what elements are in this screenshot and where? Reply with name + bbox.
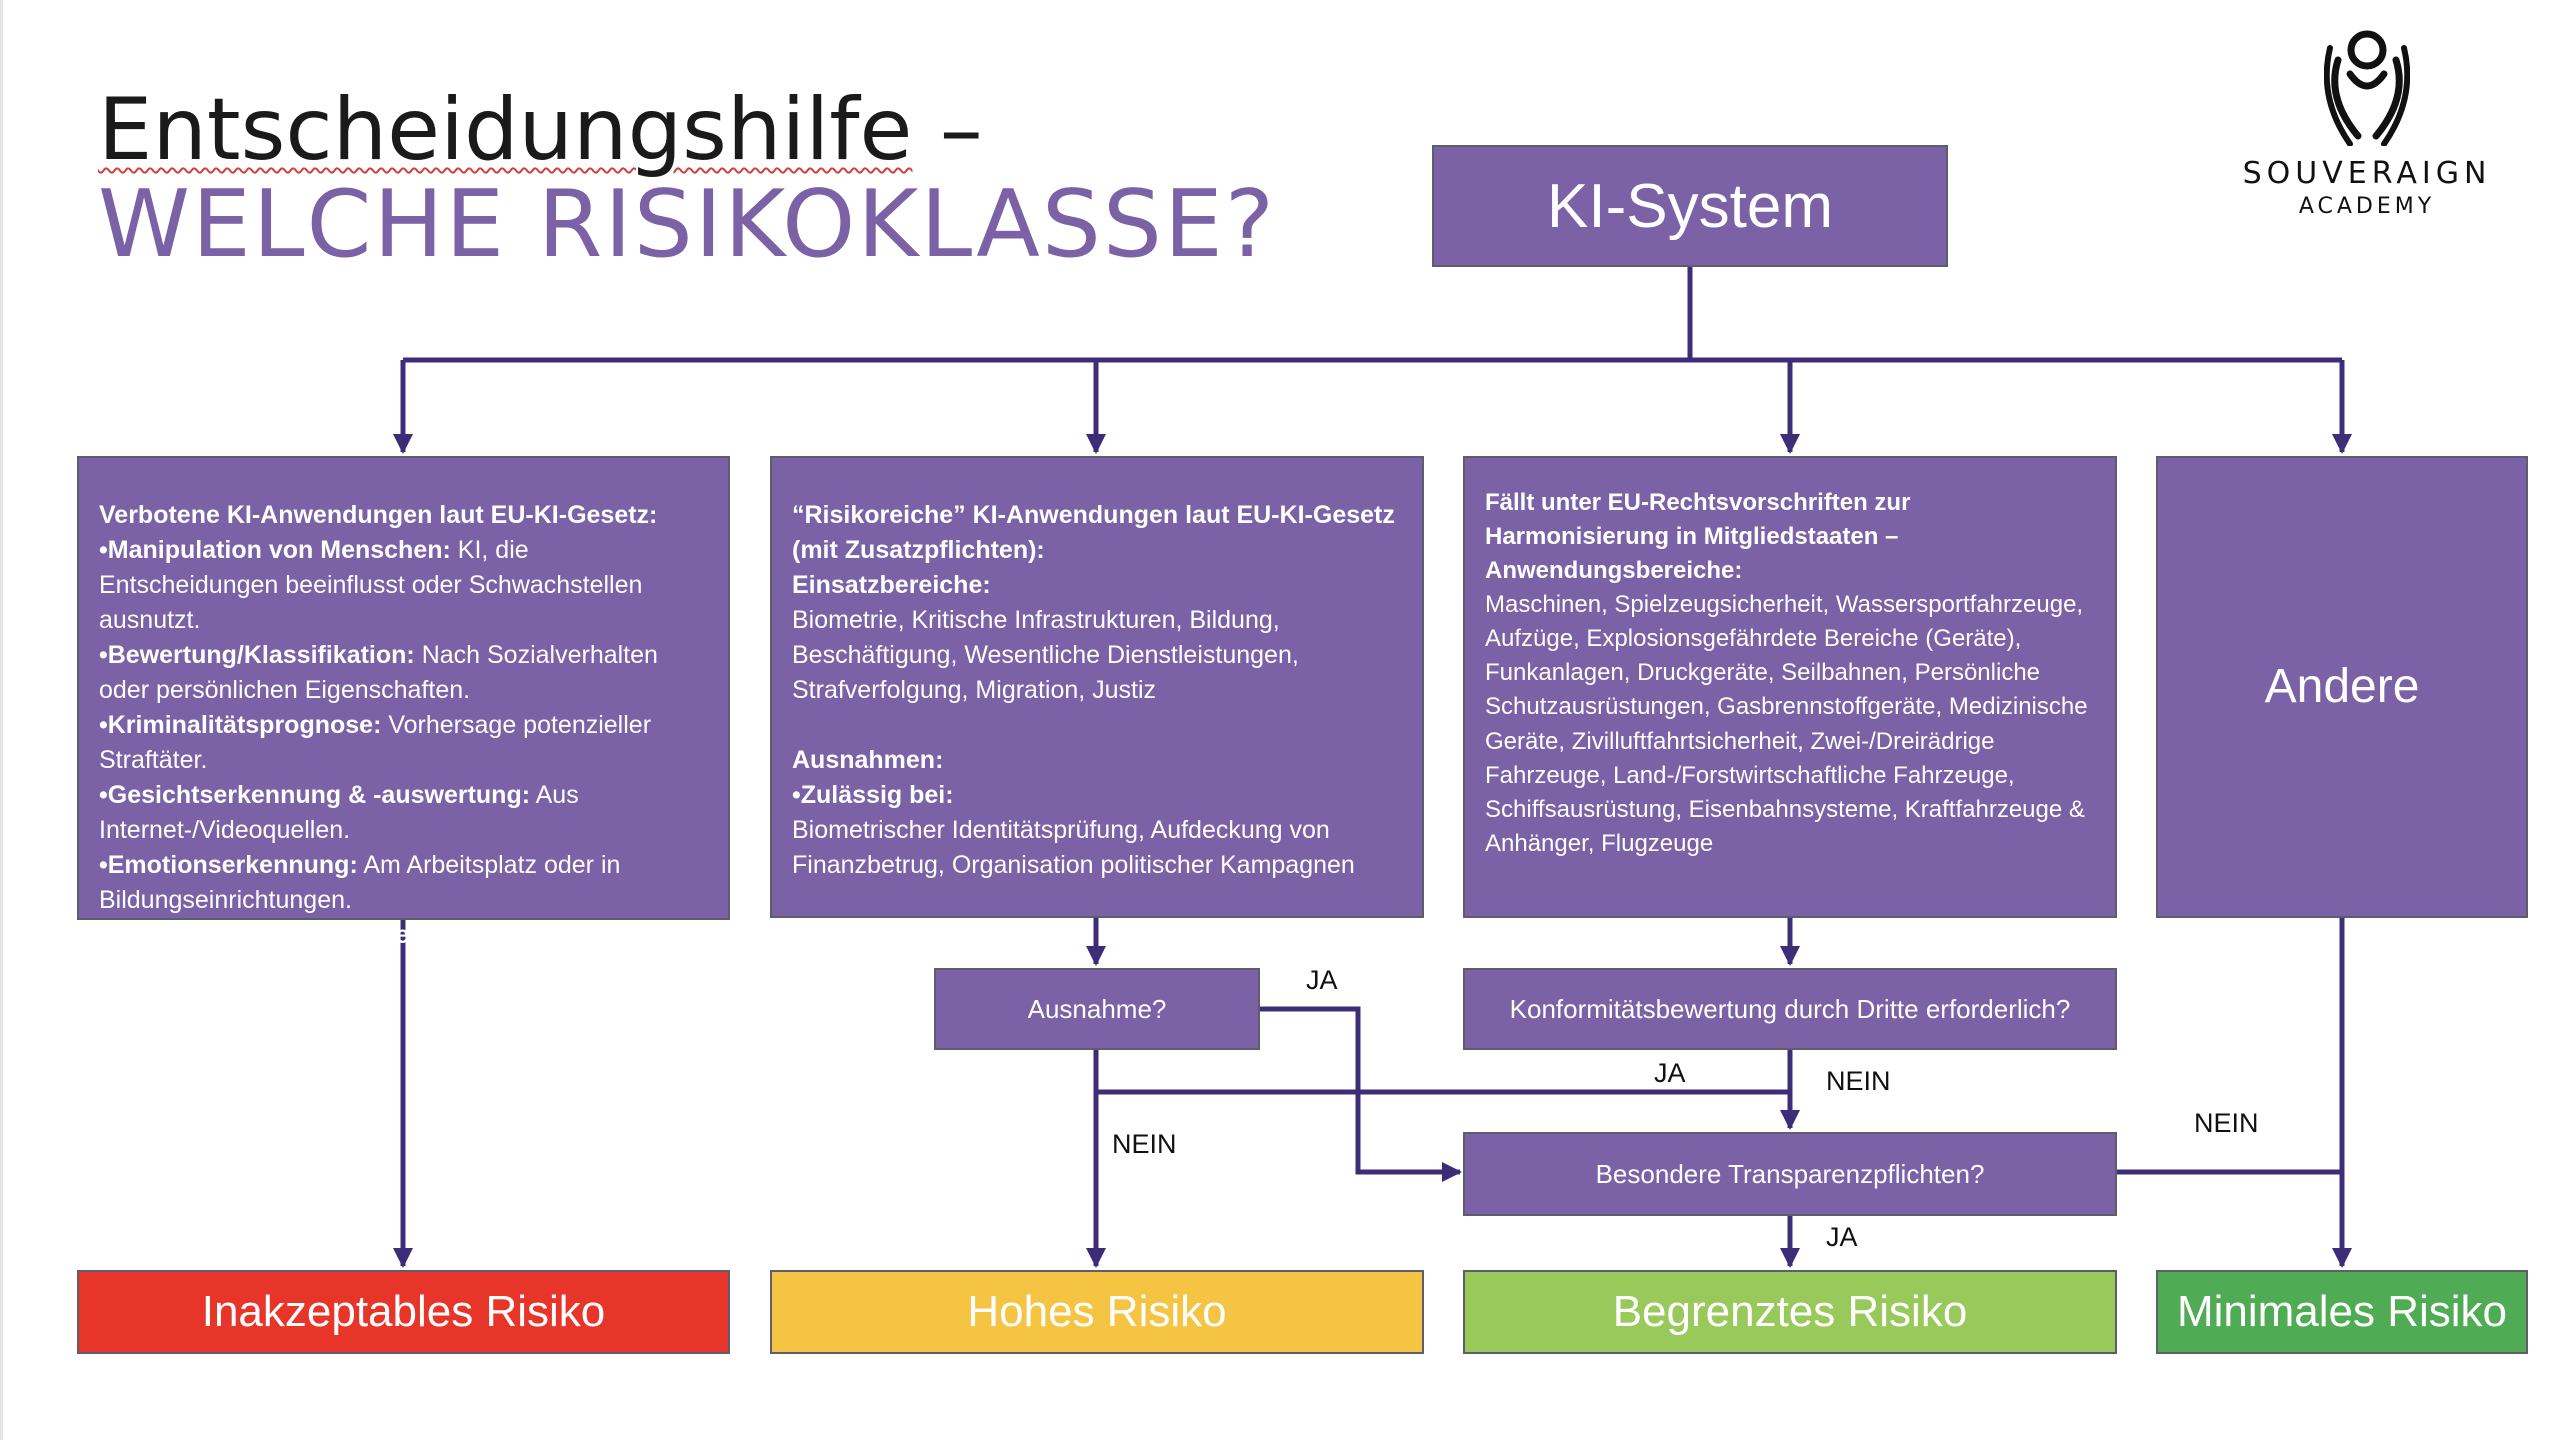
outcome-minimal-risk: Minimales Risiko (2156, 1270, 2528, 1354)
high-risk-exceptions-heading: Ausnahmen: (792, 746, 944, 774)
logo-name: SOUVERAIGN (2242, 156, 2492, 191)
harmonised-heading: Fällt unter EU-Rechtsvorschriften zur Ha… (1485, 489, 1911, 585)
prohibited-item: •Emotionserkennung: Am Arbeitsplatz oder… (99, 851, 621, 914)
other-applications-box: Andere (2156, 456, 2528, 918)
high-risk-areas-heading: Einsatzbereiche: (792, 571, 991, 599)
prohibited-item: •Biometrische Kategorisierung. (99, 921, 472, 949)
edge-label-conformity-no: NEIN (1826, 1066, 1891, 1096)
exception-decision-box: Ausnahme? (934, 968, 1260, 1050)
harmonised-legislation-box: Fällt unter EU-Rechtsvorschriften zur Ha… (1463, 456, 2117, 918)
transparency-decision-box: Besondere Transparenzpflichten? (1463, 1132, 2117, 1216)
outcome-unacceptable-risk: Inakzeptables Risiko (77, 1270, 730, 1354)
prohibited-exceptions-heading: Ausnahmen: (99, 991, 251, 1019)
high-risk-areas-text: Biometrie, Kritische Infrastrukturen, Bi… (792, 606, 1299, 704)
title-line-2: WELCHE RISIKOKLASSE? (98, 170, 1277, 278)
title-word: Entscheidungshilfe (98, 80, 913, 180)
prohibited-item: •Manipulation von Menschen: KI, die Ents… (99, 536, 643, 634)
high-risk-allowed-heading: •Zulässig bei: (792, 781, 954, 809)
prohibited-heading: Verbotene KI-Anwendungen laut EU-KI-Gese… (99, 501, 658, 529)
edge-label-transparency-yes: JA (1826, 1222, 1858, 1252)
prohibited-exception-item: •Strafverfolgung: z. B. bei vermissten P… (99, 1026, 699, 1089)
high-risk-allowed-text: Biometrischer Identitätsprüfung, Aufdeck… (792, 816, 1355, 879)
prohibited-applications-box: Verbotene KI-Anwendungen laut EU-KI-Gese… (77, 456, 730, 1089)
prohibited-item: •Bewertung/Klassifikation: Nach Sozialve… (99, 641, 658, 704)
logo-subtitle: ACADEMY (2298, 194, 2436, 219)
edge-label-exception-no: NEIN (1112, 1129, 1177, 1159)
person-with-raised-hands-icon (2324, 30, 2410, 146)
ki-system-box: KI-System (1432, 145, 1948, 267)
souveraign-logo: SOUVERAIGN ACADEMY (2222, 28, 2512, 228)
title-line-1: Entscheidungshilfe – (98, 84, 983, 177)
outcome-limited-risk: Begrenztes Risiko (1463, 1270, 2117, 1354)
harmonised-text: Maschinen, Spielzeugsicherheit, Wassersp… (1485, 591, 2088, 857)
edge-label-exception-yes: JA (1306, 965, 1338, 995)
edge-label-conformity-yes: JA (1654, 1058, 1686, 1088)
high-risk-heading: “Risikoreiche” KI-Anwendungen laut EU-KI… (792, 501, 1395, 564)
title-dash: – (912, 80, 983, 180)
high-risk-applications-box: “Risikoreiche” KI-Anwendungen laut EU-KI… (770, 456, 1424, 918)
slide-left-edge (0, 0, 3, 1440)
edge-label-transparency-no: NEIN (2194, 1108, 2259, 1138)
conformity-decision-box: Konformitätsbewertung durch Dritte erfor… (1463, 968, 2117, 1050)
prohibited-item: •Kriminalitätsprognose: Vorhersage poten… (99, 711, 652, 774)
outcome-high-risk: Hohes Risiko (770, 1270, 1424, 1354)
prohibited-item: •Gesichtserkennung & -auswertung: Aus In… (99, 781, 579, 844)
